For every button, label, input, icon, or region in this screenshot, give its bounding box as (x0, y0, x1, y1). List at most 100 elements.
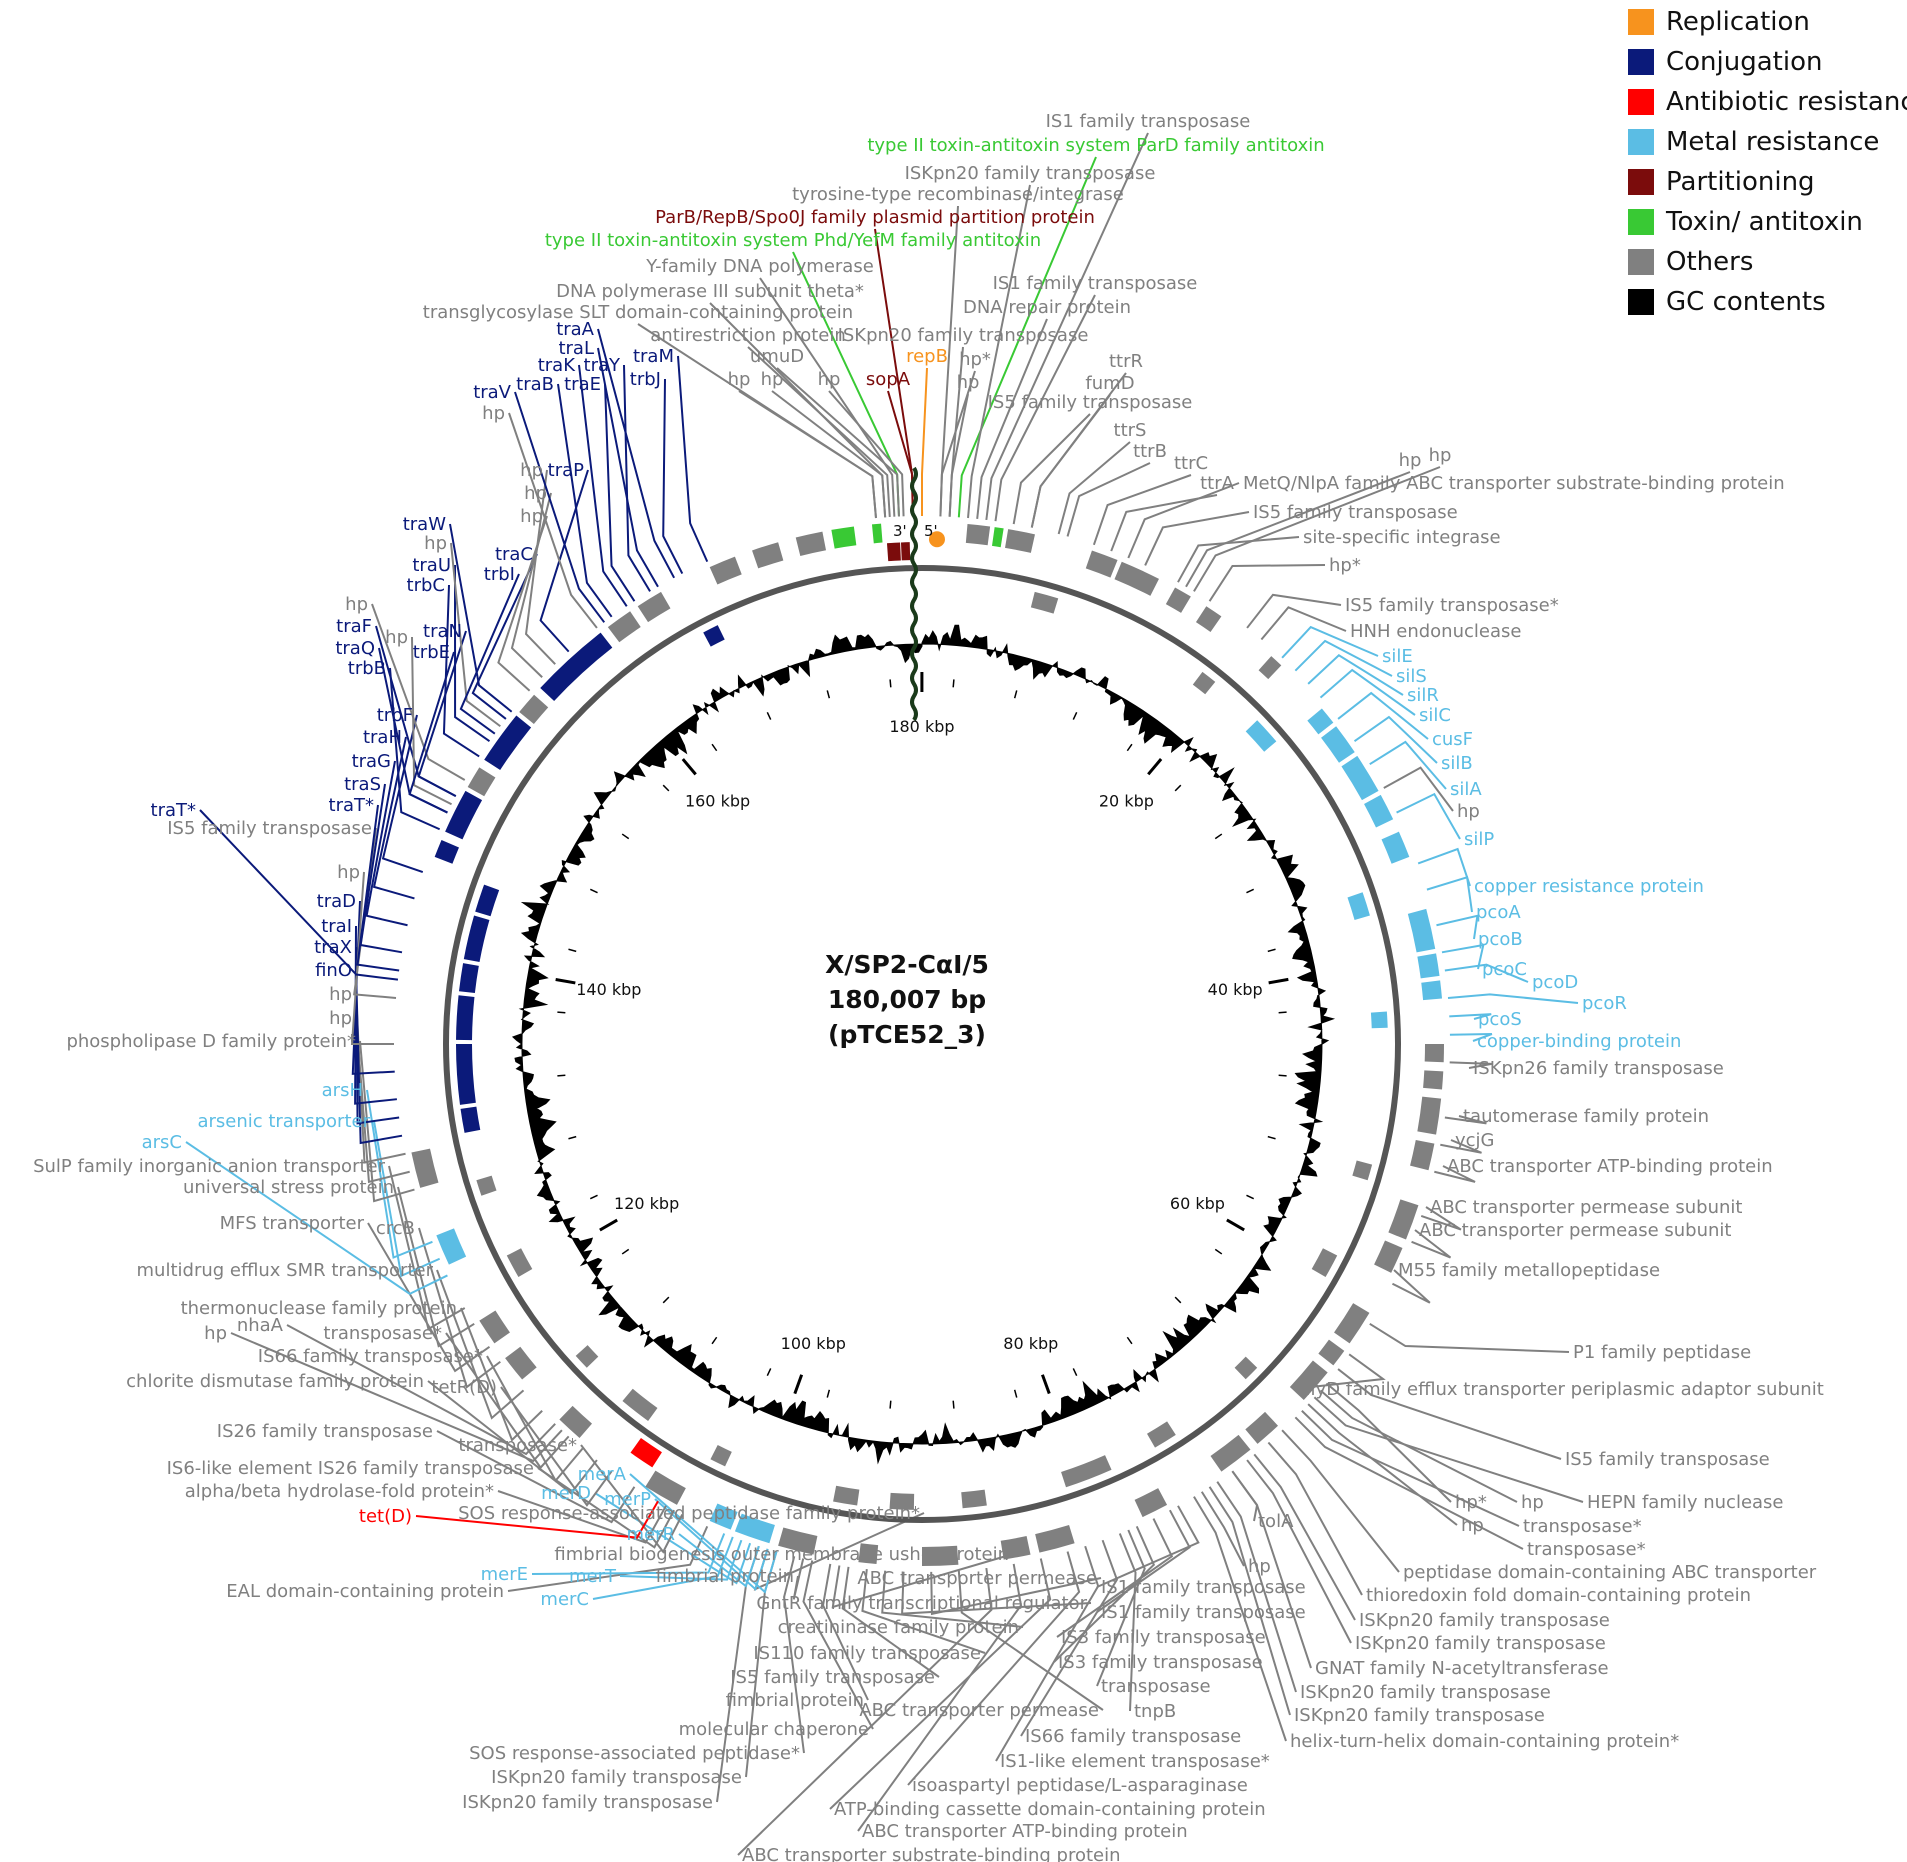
gene-segment (1147, 1421, 1176, 1448)
leader-line (359, 783, 403, 954)
gene-segment (411, 1148, 439, 1188)
gene-label: Y-family DNA polymerase (645, 256, 874, 277)
gene-label: arsH (322, 1080, 363, 1101)
gene-label: EAL domain-containing protein (226, 1581, 504, 1602)
conjugation-swatch (1628, 49, 1654, 75)
leader-line (783, 1556, 805, 1754)
gene-segment (436, 1228, 467, 1265)
leader-line (508, 412, 598, 629)
gene-label: hp (482, 403, 505, 424)
legend-label: Partitioning (1666, 167, 1815, 197)
leader-line (1449, 1013, 1492, 1020)
gene-label: IS5 family transposase (1253, 502, 1458, 523)
gene-label: pcoA (1476, 902, 1521, 923)
leader-line (1391, 1269, 1431, 1304)
gene-label: traC (495, 544, 533, 565)
kbp-tick-label: 120 kbp (614, 1194, 679, 1213)
leader-line (578, 364, 628, 607)
gene-segment (458, 963, 479, 994)
gene-segment (1381, 831, 1410, 864)
kbp-minor-tick (1246, 888, 1255, 894)
gene-segment (1258, 656, 1282, 680)
leader-line (1319, 668, 1416, 716)
leader-line (792, 1558, 805, 1600)
gene-segment (1307, 708, 1334, 735)
gene-label: hp (520, 460, 543, 481)
leader-line (1319, 1389, 1518, 1503)
leader-line (1383, 766, 1454, 812)
gene-label: ABC transporter permease subunit (1430, 1197, 1743, 1218)
leader-line (1110, 494, 1218, 552)
kbp-minor-tick (568, 948, 577, 953)
kbp-minor-tick (1013, 690, 1018, 699)
gene-label: merA (578, 1464, 627, 1485)
kbp-minor-tick (1267, 1135, 1276, 1140)
gene-segment (752, 542, 784, 569)
leader-line (907, 1551, 1081, 1786)
kbp-minor-tick (1278, 1074, 1287, 1077)
leader-line (737, 1567, 993, 1856)
gene-label: SulP family inorganic anion transporter (33, 1156, 386, 1177)
origin-label-5prime: 5' (924, 522, 938, 540)
kbp-tick-label: 100 kbp (781, 1334, 846, 1353)
leader-line (1449, 1033, 1493, 1042)
leader-line (1231, 1470, 1259, 1522)
kbp-minor-tick (1214, 833, 1223, 840)
gene-label: IS5 family transposase* (1345, 595, 1559, 616)
legend-item-others: Others (1628, 242, 1907, 282)
leader-line (1096, 1529, 1146, 1687)
kbp-minor-tick (662, 784, 670, 792)
leader-line (524, 469, 556, 665)
kbp-minor-tick (1013, 1389, 1018, 1398)
leader-line (371, 603, 466, 781)
leader-line (460, 1307, 543, 1442)
gene-label: hp (761, 369, 784, 390)
legend-item-conjugation: Conjugation (1628, 42, 1907, 82)
gene-label: SOS response-associated peptidase family… (458, 1503, 920, 1524)
leader-line (1440, 1139, 1482, 1154)
leader-line (436, 1269, 525, 1420)
gene-label: hp (524, 483, 547, 504)
gene-label: traU (412, 555, 451, 576)
origin-label-3prime: 3' (893, 522, 907, 540)
gene-segment (1334, 1303, 1370, 1344)
gene-label: IS1 family transposase (1101, 1577, 1306, 1598)
leader-line (1193, 1496, 1287, 1742)
leader-line (449, 523, 513, 713)
gene-label: merR (626, 1524, 675, 1545)
leader-line (1294, 1416, 1524, 1550)
kbp-tick-label: 40 kbp (1208, 980, 1263, 999)
kbp-tick (1041, 1374, 1051, 1395)
leader-line (427, 1380, 598, 1495)
leader-line (1216, 1481, 1297, 1693)
kbp-tick (681, 758, 697, 776)
leader-line (372, 736, 415, 900)
leader-line (985, 132, 1149, 521)
leader-line (408, 651, 455, 814)
gene-label: ISKpn20 family transposase (1294, 1705, 1545, 1726)
leader-line (1281, 625, 1379, 659)
leader-lines (185, 132, 1584, 1856)
gene-label: traT* (151, 800, 196, 821)
gene-segment (778, 1527, 818, 1555)
leader-line (1030, 394, 1111, 528)
gene-label: pcoS (1478, 1009, 1522, 1030)
gene-segment (434, 840, 459, 864)
gene-label: nhaA (237, 1315, 284, 1336)
leader-line (1444, 1115, 1487, 1125)
gene-segment (1245, 1411, 1279, 1444)
kbp-minor-tick (889, 679, 892, 688)
leader-line (411, 636, 453, 806)
gene-segment (900, 542, 911, 561)
kbp-tick (1147, 758, 1163, 776)
leader-line (459, 573, 520, 735)
gene-label: IS26 family transposase (217, 1421, 433, 1442)
gene-label: crcB (376, 1218, 415, 1239)
gene-segment (1417, 1096, 1442, 1135)
gene-label: umuD (750, 346, 804, 367)
gene-segment (1311, 1248, 1338, 1277)
leader-line (1020, 1539, 1119, 1737)
kbp-tick-label: 80 kbp (1003, 1334, 1058, 1353)
